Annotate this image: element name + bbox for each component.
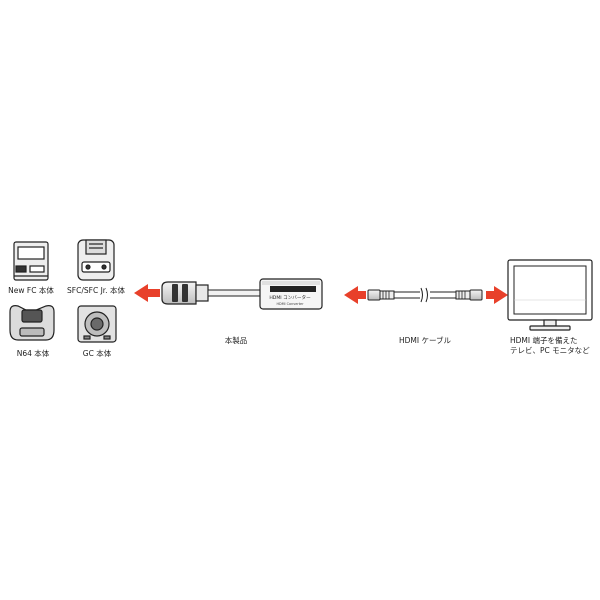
- monitor-label-line2: テレビ、PC モニタなど: [510, 346, 590, 355]
- sfc-console-icon: [77, 239, 115, 281]
- arrow-to-consoles-icon: [134, 284, 160, 302]
- n64-label: N64 本体: [16, 349, 50, 358]
- hdmi-cable-label: HDMI ケーブル: [398, 336, 452, 345]
- hdmi-cable: [367, 287, 483, 303]
- monitor-icon: [507, 259, 593, 331]
- converter-box-text-1: HDMI コンバーター: [269, 294, 311, 301]
- monitor-label-line1: HDMI 端子を備えた: [510, 336, 578, 345]
- newfc-label: New FC 本体: [8, 286, 54, 295]
- arrow-to-monitor-icon: [486, 286, 508, 304]
- newfc-console-icon: [13, 241, 49, 281]
- gc-label: GC 本体: [82, 349, 112, 358]
- converter-box-text-2: HDMI Converter: [276, 302, 304, 306]
- product-label: 本製品: [224, 336, 248, 345]
- sfc-label: SFC/SFC Jr. 本体: [67, 286, 125, 295]
- arrow-to-product-icon: [344, 286, 366, 304]
- product-hdmi-converter: [161, 278, 323, 310]
- gc-console-icon: [77, 305, 117, 343]
- n64-console-icon: [9, 305, 55, 341]
